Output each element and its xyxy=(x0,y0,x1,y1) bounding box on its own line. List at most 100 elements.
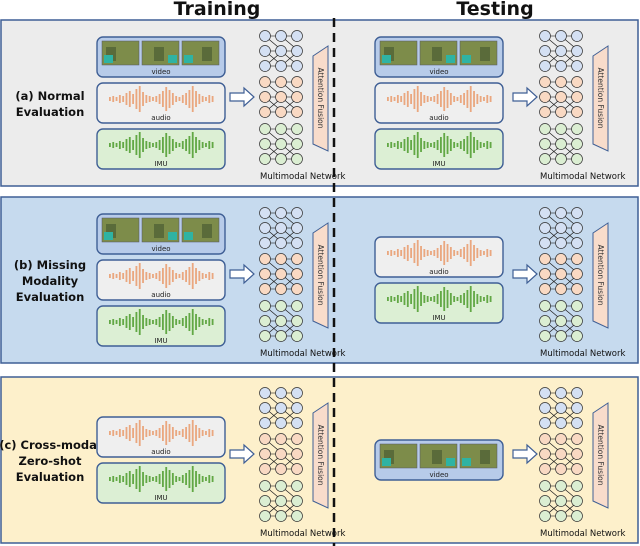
imu-input-training: IMU xyxy=(96,462,226,504)
network-node xyxy=(259,315,271,327)
panel-label-line: Evaluation xyxy=(16,290,85,304)
audio-wave-bar xyxy=(132,428,135,438)
audio-wave-bar xyxy=(436,248,439,258)
audio-wave-bar xyxy=(152,274,154,278)
audio-wave-bar xyxy=(440,91,442,107)
audio-wave-bar xyxy=(109,97,111,101)
audio-wave-bar xyxy=(162,425,164,441)
audio-wave-bar xyxy=(453,250,456,256)
network-node xyxy=(539,480,551,492)
imu-wave-bar xyxy=(390,296,393,302)
audio-wave-bar xyxy=(135,266,138,286)
imu-wave-bar xyxy=(145,318,148,326)
network-node xyxy=(571,60,583,72)
audio-label: audio xyxy=(151,291,170,299)
network-node xyxy=(259,283,271,295)
audio-wave-bar xyxy=(486,249,489,257)
network-node xyxy=(291,106,303,118)
network-node xyxy=(275,283,287,295)
imu-wave-bar xyxy=(171,316,174,328)
network-node xyxy=(571,315,583,327)
audio-wave-bar xyxy=(158,94,161,104)
testing-header: Testing xyxy=(456,0,533,20)
imu-wave-bar xyxy=(112,142,115,148)
imu-wave-bar xyxy=(443,287,446,311)
video-input-testing: video xyxy=(374,36,504,78)
imu-wave-bar xyxy=(483,143,485,147)
audio-wave-bar xyxy=(476,248,479,258)
network-node xyxy=(539,417,551,429)
audio-wave-bar xyxy=(158,271,161,281)
audio-wave-bar xyxy=(138,263,141,289)
imu-wave-bar xyxy=(112,319,115,325)
audio-wave-bar xyxy=(138,420,141,446)
imu-wave-bar xyxy=(152,477,154,481)
network-node xyxy=(291,45,303,57)
video-label: video xyxy=(151,68,170,76)
audio-wave-bar xyxy=(400,250,403,256)
imu-wave-bar xyxy=(168,470,171,488)
imu-wave-bar xyxy=(148,142,151,148)
video-input-training: video xyxy=(96,36,226,78)
imu-wave-bar xyxy=(132,474,135,484)
audio-wave-bar xyxy=(469,240,472,266)
network-node xyxy=(571,253,583,265)
network-node xyxy=(539,463,551,475)
network-node xyxy=(275,91,287,103)
audio-wave-bar xyxy=(387,97,389,101)
imu-wave-bar xyxy=(426,296,429,302)
audio-wave-bar xyxy=(122,430,125,436)
network-node xyxy=(539,300,551,312)
imu-wave-bar xyxy=(459,141,462,149)
imu-wave-bar xyxy=(115,143,118,147)
audio-wave-bar xyxy=(168,267,171,285)
imu-label: IMU xyxy=(432,314,445,322)
imu-wave-bar xyxy=(410,140,413,150)
audio-input-training: audio xyxy=(96,416,226,458)
imu-wave-bar xyxy=(162,137,164,153)
imu-wave-bar xyxy=(155,476,158,482)
network-node xyxy=(259,387,271,399)
network-node xyxy=(259,106,271,118)
network-node xyxy=(275,60,287,72)
attention-fusion-label: Attention Fusion xyxy=(316,425,325,486)
imu-wave-bar xyxy=(185,473,188,485)
audio-wave-bar xyxy=(142,92,144,106)
audio-wave-bar xyxy=(416,86,419,112)
audio-wave-bar xyxy=(175,273,178,279)
arrow-icon xyxy=(512,263,538,285)
audio-wave-bar xyxy=(171,427,174,439)
audio-wave-bar xyxy=(188,424,191,442)
audio-wave-bar xyxy=(446,90,449,108)
imu-wave-bar xyxy=(125,139,128,151)
audio-wave-bar xyxy=(138,86,141,112)
audio-wave-bar xyxy=(473,245,475,261)
imu-wave-bar xyxy=(433,142,436,148)
panel-label-line: Zero-shot xyxy=(19,454,82,468)
network-node xyxy=(259,402,271,414)
audio-wave-bar xyxy=(466,244,469,262)
video-frame-detail xyxy=(154,47,164,61)
imu-wave-bar xyxy=(138,132,141,158)
audio-input-training: audio xyxy=(96,82,226,124)
audio-wave-bar xyxy=(122,273,125,279)
imu-wave-bar xyxy=(191,132,194,158)
video-frame-detail xyxy=(384,47,394,61)
video-frame-detail xyxy=(184,55,193,63)
audio-wave-bar xyxy=(198,271,201,281)
audio-wave-bar xyxy=(142,269,144,283)
imu-wave-bar xyxy=(158,317,161,327)
audio-wave-bar xyxy=(125,93,128,105)
network-node xyxy=(539,237,551,249)
audio-wave-bar xyxy=(436,94,439,104)
imu-wave-bar xyxy=(387,143,389,147)
audio-wave-bar xyxy=(178,97,181,101)
imu-label: IMU xyxy=(154,494,167,502)
audio-wave-bar xyxy=(178,274,181,278)
imu-wave-bar xyxy=(109,477,111,481)
network-node xyxy=(555,510,567,522)
network-node xyxy=(259,480,271,492)
